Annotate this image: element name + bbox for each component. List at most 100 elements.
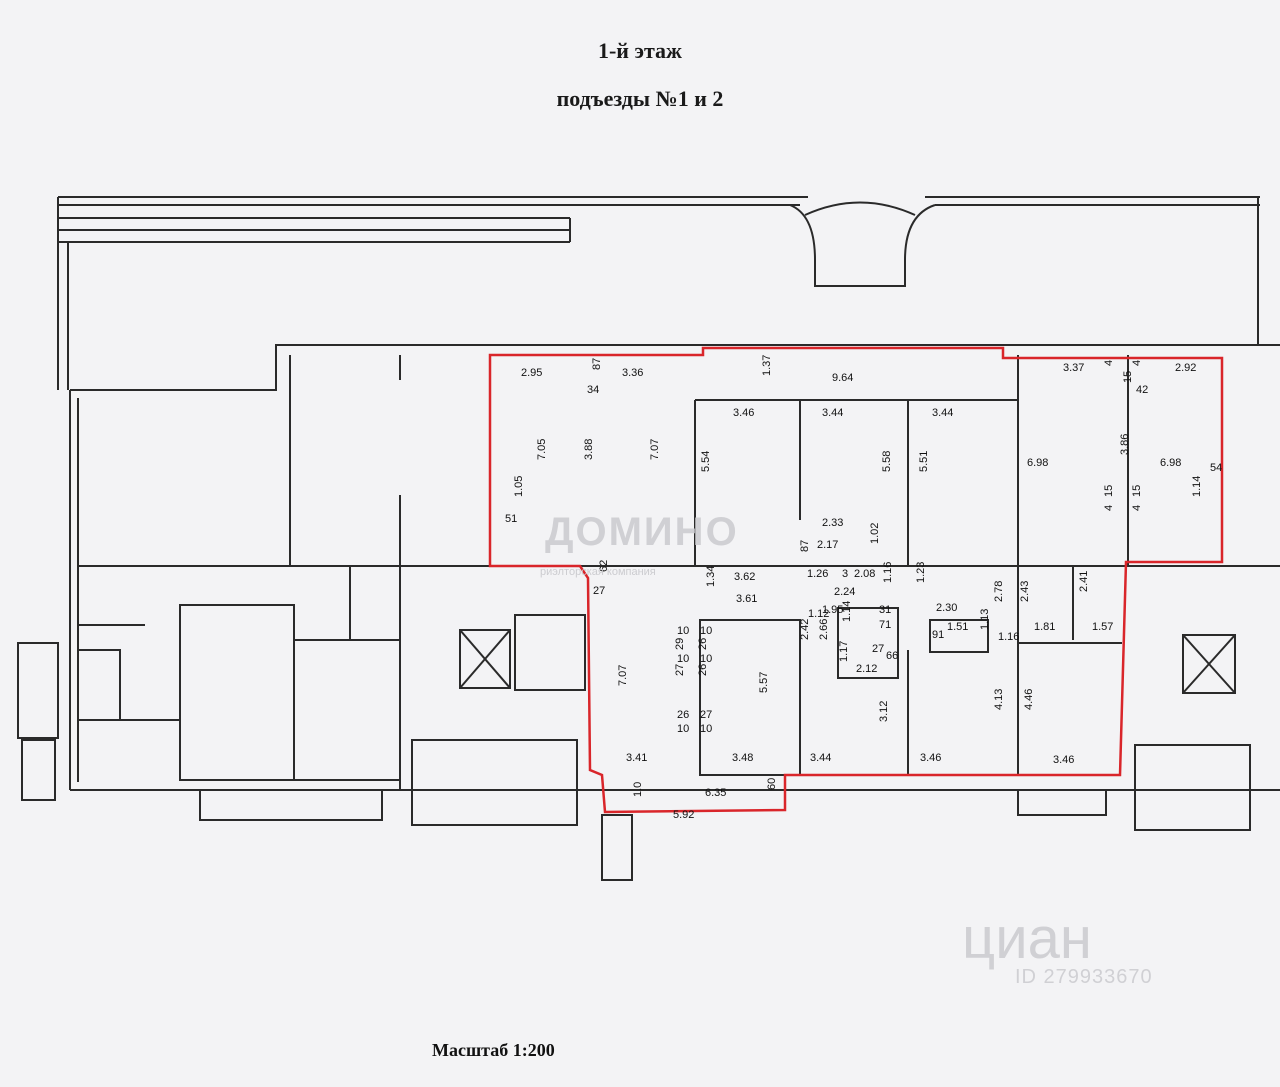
room [293,639,401,781]
dimension-label: 1.17 [838,641,850,662]
dimension-label: 2.43 [1019,581,1031,602]
dimension-label: 27 [593,585,605,597]
dimension-label: 26 [697,664,709,676]
dimension-label: 27 [674,664,686,676]
cian-id-watermark: ID 279933670 [1015,966,1153,988]
dimension-label: 71 [879,619,891,631]
dimension-label: 51 [505,513,517,525]
dimension-label: 87 [799,540,811,552]
dimension-label: 2.41 [1078,571,1090,592]
dimension-label: 31 [879,604,891,616]
dimension-label: 6.98 [1027,457,1048,469]
dimension-label: 26 [677,709,689,721]
entrances-subtitle: подъезды №1 и 2 [556,86,724,111]
bathroom [837,607,899,679]
dimension-label: 1.12 [808,608,829,620]
dimension-label: 1.16 [882,562,894,583]
dimension-label: 1.14 [841,601,853,622]
dimension-label: 9.64 [832,372,853,384]
dimension-label: 5.92 [673,809,694,821]
dimension-label: 27 [872,643,884,655]
dimension-label: 15 [1103,485,1115,497]
highlighted-premises [488,346,1224,814]
dimension-label: 1.0 [632,782,644,797]
dimension-label: 3.12 [878,701,890,722]
dimension-label: 2.24 [834,586,855,598]
dimension-label: 2.95 [521,367,542,379]
dimension-label: 1.34 [705,566,717,587]
stairwell [514,614,586,691]
dimension-label: 15 [1131,485,1143,497]
entry-stair-step [804,201,916,216]
dimension-label: 4.46 [1023,689,1035,710]
dimension-label: 3.46 [920,752,941,764]
dimension-label: 3.86 [1119,434,1131,455]
dimension-label: 2.30 [936,602,957,614]
dimension-label: 7.07 [649,439,661,460]
dimension-label: 3 [842,568,848,580]
lift-cross [1182,634,1236,694]
dimension-label: 2.17 [817,539,838,551]
dimension-label: 1.81 [1034,621,1055,633]
porch [17,642,59,739]
dimension-label: 3.36 [622,367,643,379]
domino-watermark-sub: риэлторская компания [540,566,656,578]
dimension-label: 1.51 [947,621,968,633]
dimension-label: 2.08 [854,568,875,580]
dimension-label: 6.98 [1160,457,1181,469]
dimension-label: 10 [700,653,712,665]
floor-title: 1-й этаж [597,38,683,63]
dimension-label: 4 [1131,505,1143,511]
dimension-label: 10 [677,723,689,735]
balcony [199,789,383,821]
dimension-label: 87 [591,358,603,370]
balcony [1017,789,1107,816]
dimension-label: 7.05 [536,439,548,460]
dimension-label: 60 [766,778,778,790]
front-stair [601,814,633,881]
lift-shaft [459,629,511,689]
bathroom [929,619,989,653]
dimension-label: 4 [1103,505,1115,511]
dimension-label: 7.07 [617,665,629,686]
dimension-label: 1.23 [915,562,927,583]
side-stair [21,739,56,801]
room [179,604,295,781]
dimension-label: 5.54 [700,451,712,472]
dimension-label: 2.12 [856,663,877,675]
dimension-label: 2.66 [818,619,830,640]
outer-wall-top [70,344,1280,391]
dimension-label: 5.57 [758,672,770,693]
dimension-label: 4 [1103,360,1115,366]
dimension-label: 10 [700,723,712,735]
dimension-label: 10 [677,625,689,637]
dimension-label: 15 [1122,371,1134,383]
dimension-label: 3.37 [1063,362,1084,374]
highlight-outline [488,346,1224,814]
dimension-label: 1.26 [807,568,828,580]
dimension-label: 3.88 [583,439,595,460]
dimension-label: 3.61 [736,593,757,605]
room [699,619,801,776]
dimension-label: 2.33 [822,517,843,529]
dimension-label: 66 [886,650,898,662]
dimension-label: 1.14 [1191,476,1203,497]
dimension-label: 10 [700,625,712,637]
cian-watermark: циан [962,906,1092,971]
dimension-label: 3.44 [822,407,843,419]
lift-cross [459,629,511,689]
dimension-label: 3.46 [1053,754,1074,766]
dimension-label: 4 [1131,360,1143,366]
entry-stair-outline [789,204,936,287]
dimension-label: 54 [1210,462,1222,474]
vestibule [1134,744,1251,831]
dimension-label: 10 [677,653,689,665]
vestibule [411,739,578,826]
dimension-label: 1.05 [513,476,525,497]
walls [17,196,1280,881]
dimension-label: 1.16 [998,631,1019,643]
dimension-label: 1.95 [822,604,843,616]
dimension-label: 42 [1136,384,1148,396]
